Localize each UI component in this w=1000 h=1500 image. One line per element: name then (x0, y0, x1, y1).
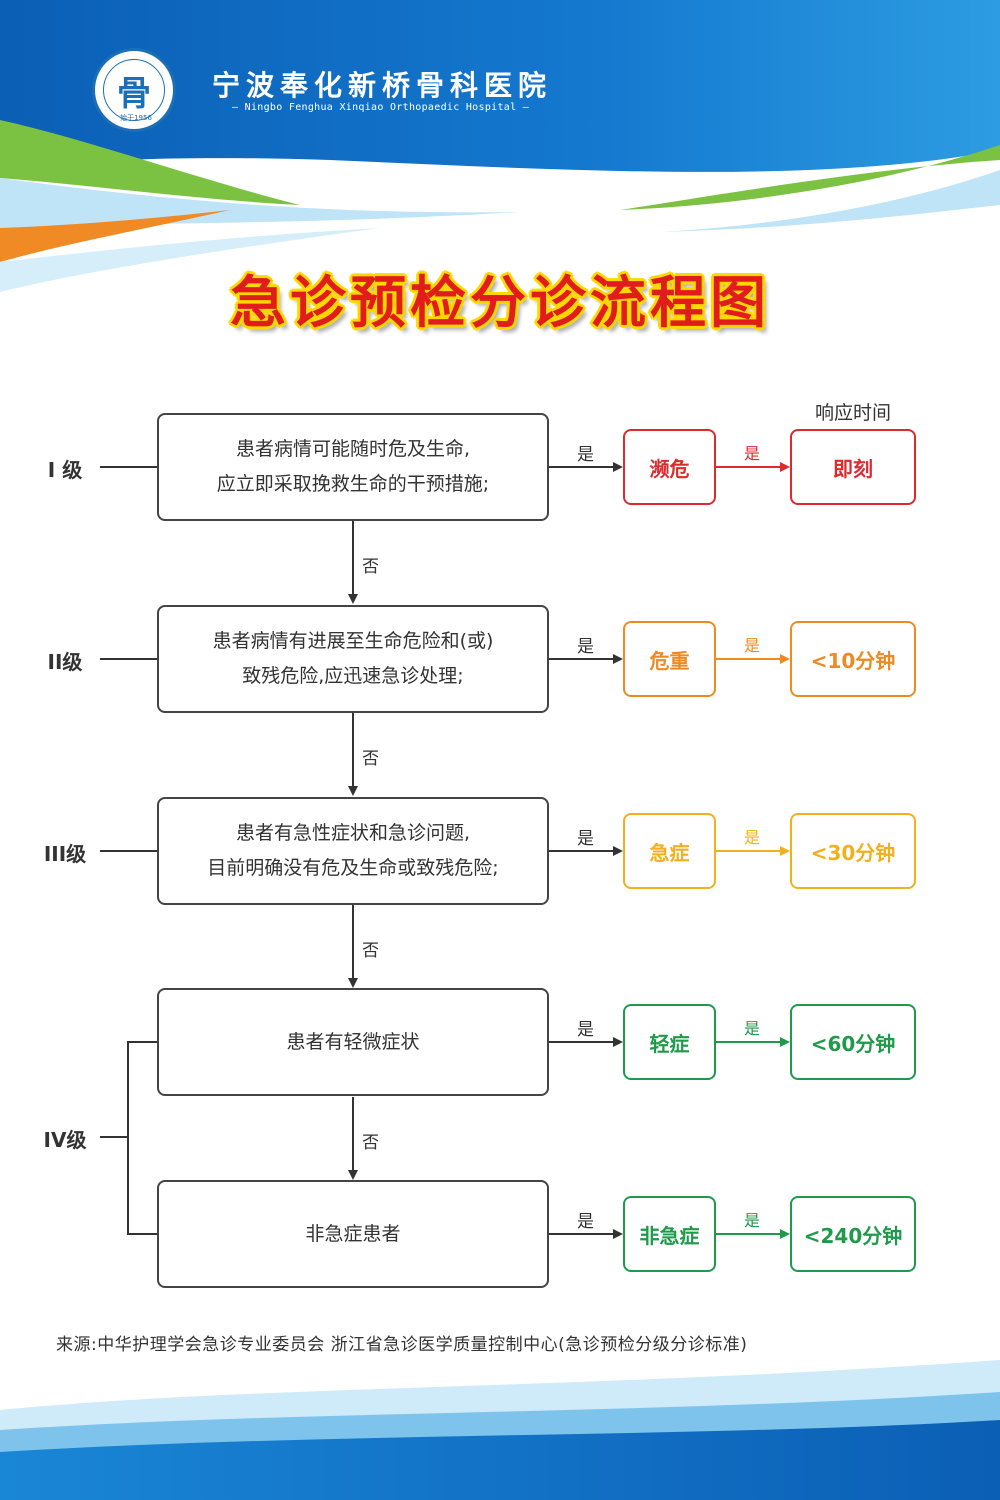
yes-label: 是 (744, 1211, 761, 1230)
response-time-box-3: <30分钟 (790, 813, 916, 889)
category-box-severe: 危重 (623, 621, 716, 697)
question-text-line: 患者病情有进展至生命危险和(或) (212, 630, 494, 652)
yes-label: 是 (577, 637, 594, 657)
yes-label: 是 (744, 444, 761, 463)
hospital-name-cn: 宁波奉化新桥骨科医院 (212, 69, 553, 102)
no-label: 否 (362, 557, 379, 577)
page-title: 急诊预检分诊流程图 (230, 271, 770, 336)
level-label-1: I 级 (47, 458, 83, 482)
category-box-minor: 轻症 (623, 1004, 716, 1080)
yes-label: 是 (744, 1019, 761, 1038)
question-text-line: 致残危险,应迅速急诊处理; (242, 665, 464, 687)
no-label: 否 (362, 1133, 379, 1153)
logo-established: 始于1956 (120, 114, 152, 122)
hospital-logo: 骨 始于1956 (92, 48, 176, 132)
question-text-line: 患者有轻微症状 (286, 1030, 420, 1053)
category-box-urgent: 急症 (623, 813, 716, 889)
question-box-5: 非急症患者 (157, 1180, 549, 1288)
question-box-1: 患者病情可能随时危及生命, 应立即采取挽救生命的干预措施; (157, 413, 549, 521)
category-box-critical: 濒危 (623, 429, 716, 505)
response-time-box-5: <240分钟 (790, 1196, 916, 1272)
response-time-header: 响应时间 (814, 402, 891, 424)
logo-character: 骨 (103, 59, 165, 121)
no-label: 否 (362, 749, 379, 769)
question-text-line: 患者病情可能随时危及生命, (235, 438, 471, 460)
no-label: 否 (362, 941, 379, 961)
question-box-3: 患者有急性症状和急诊问题, 目前明确没有危及生命或致残危险; (157, 797, 549, 905)
hospital-name-en: — Ningbo Fenghua Xinqiao Orthopaedic Hos… (232, 102, 530, 113)
yes-label: 是 (577, 1212, 594, 1232)
response-time-box-4: <60分钟 (790, 1004, 916, 1080)
yes-label: 是 (744, 828, 761, 847)
level-label-3: III级 (43, 842, 87, 866)
level-label-2: II级 (47, 650, 83, 674)
yes-label: 是 (577, 445, 594, 465)
category-box-non-urgent: 非急症 (623, 1196, 716, 1272)
yes-label: 是 (744, 636, 761, 655)
question-text-line: 患者有急性症状和急诊问题, (235, 822, 471, 844)
level-label-4: IV级 (43, 1128, 87, 1152)
question-text-line: 目前明确没有危及生命或致残危险; (207, 857, 499, 879)
response-time-box-1: 即刻 (790, 429, 916, 505)
source-note: 来源:中华护理学会急诊专业委员会 浙江省急诊医学质量控制中心(急诊预检分级分诊标… (56, 1335, 748, 1355)
question-text-line: 非急症患者 (305, 1222, 401, 1245)
yes-label: 是 (577, 1020, 594, 1040)
yes-label: 是 (577, 829, 594, 849)
question-box-2: 患者病情有进展至生命危险和(或) 致残危险,应迅速急诊处理; (157, 605, 549, 713)
question-text-line: 应立即采取挽救生命的干预措施; (216, 473, 490, 495)
question-box-4: 患者有轻微症状 (157, 988, 549, 1096)
response-time-box-2: <10分钟 (790, 621, 916, 697)
